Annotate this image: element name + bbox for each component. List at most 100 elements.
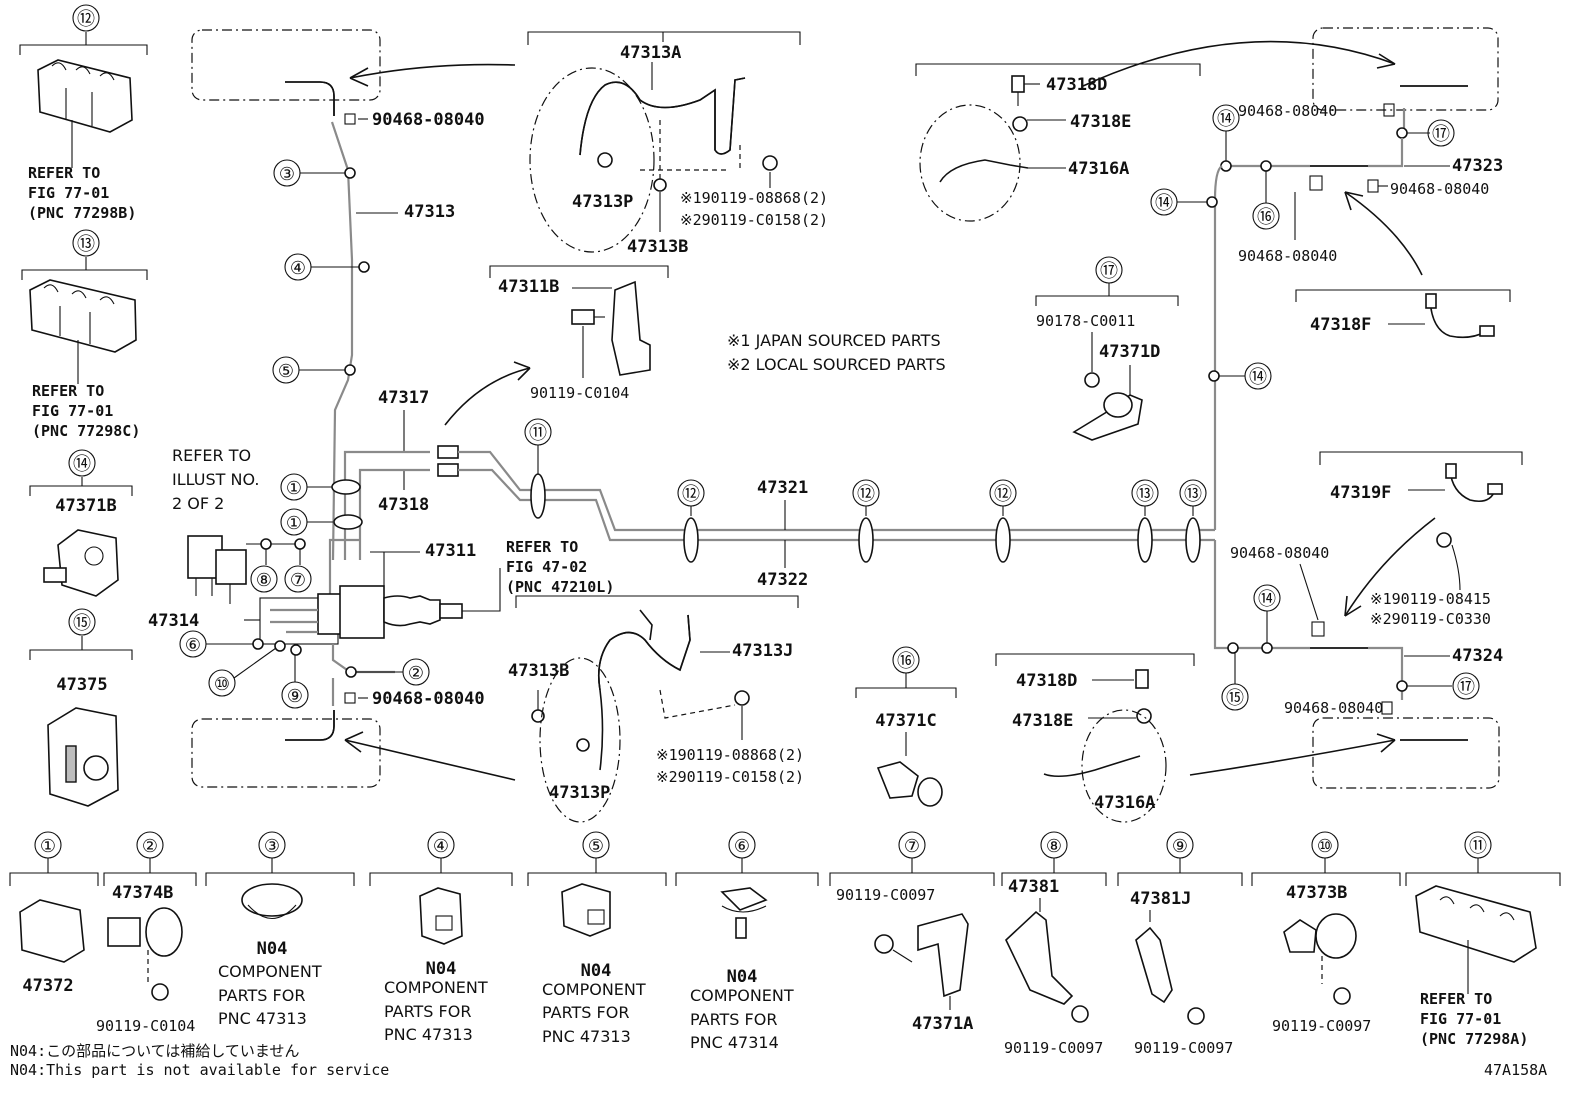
hose-47316A-lower: 47318D 47318E 47316A: [995, 653, 1195, 823]
callout-5: ⑤: [278, 361, 294, 382]
part-47311B: 47311B: [498, 277, 559, 297]
clamp-12-icon: [37, 59, 133, 133]
callout-1-a: ①: [286, 478, 302, 499]
part-47316A-upper: 47316A: [1068, 159, 1129, 179]
part-47318F: 47318F: [1310, 315, 1371, 335]
bottom-callout-3: ③: [264, 836, 280, 857]
bottom-callout-9: ⑨: [1172, 836, 1188, 857]
clip-47371B-icon: [43, 529, 119, 597]
callout-14: ⑭: [73, 454, 91, 475]
callout-14-b: ⑭: [1155, 193, 1173, 214]
part-47371B: 47371B: [55, 496, 116, 516]
group-16-47371C: ⑯ 47371C: [855, 646, 957, 807]
callout-8: ⑧: [256, 570, 272, 591]
fig-label-12: FIG 77-01: [28, 184, 109, 202]
part-47371C: 47371C: [875, 711, 936, 731]
bottom-callout-5: ⑤: [588, 836, 604, 857]
front-bottom-area: [191, 710, 516, 788]
bolt-japan-bottom: ※190119-08868(2): [656, 746, 804, 764]
callout-13: ⑬: [77, 234, 95, 255]
refer-label-12: REFER TO: [28, 164, 100, 182]
rear-upper-area: 90468-08040 ⑰ 47323 90468-08040 ⑭ ⑯ 9046…: [1150, 27, 1511, 650]
part-47318E-upper: 47318E: [1070, 112, 1131, 132]
component-5-l2: PARTS FOR: [542, 1003, 629, 1022]
component-3-l2: PARTS FOR: [218, 986, 305, 1005]
left-column: ⑫ REFER TO FIG 77-01 (PNC 77298B) ⑬ REFE…: [19, 4, 148, 807]
bolt-90119-C0097-10: 90119-C0097: [1272, 1017, 1371, 1035]
clip-90468-rear-c: 90468-08040: [1238, 247, 1337, 265]
part-47318D-lower: 47318D: [1016, 671, 1077, 691]
n04-code-4: N04: [426, 959, 457, 979]
callout-15: ⑮: [73, 613, 91, 634]
n04-code-5: N04: [581, 961, 612, 981]
part-47373B: 47373B: [1286, 883, 1347, 903]
part-47313P-bottom: 47313P: [549, 783, 610, 803]
pnc-label-11: (PNC 77298A): [1420, 1030, 1528, 1048]
pnc-label-13: (PNC 77298C): [32, 422, 140, 440]
callout-17-group: ⑰: [1100, 261, 1118, 282]
refer-illust-3: 2 OF 2: [172, 494, 224, 513]
part-47318D-upper: 47318D: [1046, 75, 1107, 95]
hose-47316A-upper: 47318D 47318E 47316A: [915, 40, 1396, 222]
part-47381: 47381: [1008, 877, 1059, 897]
note-local-sourced: ※2 LOCAL SOURCED PARTS: [727, 355, 946, 374]
callout-13-b: ⑬: [1184, 484, 1202, 505]
clip-90468-rear-a: 90468-08040: [1238, 102, 1337, 120]
part-47317: 47317: [378, 388, 429, 408]
clamps-on-tube: ⑪ ⑫ ⑫ ⑫ ⑬ ⑬: [524, 418, 1207, 563]
callout-12-c: ⑫: [994, 484, 1012, 505]
note-japan-sourced: ※1 JAPAN SOURCED PARTS: [727, 331, 941, 350]
component-5-l1: COMPONENT: [542, 980, 646, 999]
bolt-local-bottom: ※290119-C0158(2): [656, 768, 804, 786]
part-47313J: 47313J: [732, 641, 793, 661]
callout-9: ⑨: [287, 686, 303, 707]
part-47313B-bottom: 47313B: [508, 661, 569, 681]
hose-47313A-group: 47313A 47313P 47313B ※190119-08868(2) ※2…: [527, 31, 828, 257]
bolt-90119-C0104-2: 90119-C0104: [96, 1017, 195, 1035]
bolt-japan-top: ※190119-08868(2): [680, 189, 828, 207]
part-47311: 47311: [425, 541, 476, 561]
bottom-callout-11: ⑪: [1469, 836, 1487, 857]
callout-15: ⑮: [1226, 688, 1244, 709]
n04-code-3: N04: [257, 939, 288, 959]
clip-90468-rear-b: 90468-08040: [1390, 180, 1489, 198]
bolt-90119-C0097-7: 90119-C0097: [836, 886, 935, 904]
component-3-l1: COMPONENT: [218, 962, 322, 981]
bolt-local-rear: ※290119-C0330: [1370, 610, 1491, 628]
callout-2: ②: [408, 663, 424, 684]
callout-13-a: ⑬: [1136, 484, 1154, 505]
clip-90468-top: 90468-08040: [372, 110, 485, 130]
bottom-callout-7: ⑦: [904, 836, 920, 857]
component-6-l3: PNC 47314: [690, 1033, 779, 1052]
bolt-japan-rear: ※190119-08415: [1370, 590, 1491, 608]
bolt-local-top: ※290119-C0158(2): [680, 211, 828, 229]
refer-fig-47-02-2: FIG 47-02: [506, 558, 587, 576]
fig-label-11: FIG 77-01: [1420, 1010, 1501, 1028]
pnc-label-12: (PNC 77298B): [28, 204, 136, 222]
rear-lower-area: 47319F ※190119-08415 ※290119-C0330 90468…: [1189, 451, 1523, 789]
nut-90178-C0011: 90178-C0011: [1036, 312, 1135, 330]
callout-circle: [72, 4, 100, 32]
refer-fig-47-02-3: (PNC 47210L): [506, 578, 614, 596]
part-47381J: 47381J: [1130, 889, 1191, 909]
callout-16-group: ⑯: [897, 651, 915, 672]
part-47313P: 47313P: [572, 192, 633, 212]
component-6-l1: COMPONENT: [690, 986, 794, 1005]
part-47318E-lower: 47318E: [1012, 711, 1073, 731]
callout-17-a: ⑰: [1432, 124, 1450, 145]
tube-47322: 47322: [757, 570, 808, 590]
bottom-callout-1: ①: [40, 836, 56, 857]
main-tubes: 47321 47322 ⑪ ⑫ ⑫ ⑫ ⑬ ⑬: [524, 418, 1207, 590]
refer-label-11: REFER TO: [1420, 990, 1492, 1008]
footnote-english: N04:This part is not available for servi…: [10, 1061, 389, 1079]
part-47372: 47372: [22, 976, 73, 996]
part-47313B-top: 47313B: [627, 237, 688, 257]
component-4-l2: PARTS FOR: [384, 1002, 471, 1021]
clip-47375-icon: [47, 707, 119, 807]
tube-47321: 47321: [757, 478, 808, 498]
part-47371A: 47371A: [912, 1014, 973, 1034]
bottom-callout-10: ⑩: [1317, 836, 1333, 857]
component-4-l3: PNC 47313: [384, 1025, 473, 1044]
callout-12: ⑫: [77, 9, 95, 30]
